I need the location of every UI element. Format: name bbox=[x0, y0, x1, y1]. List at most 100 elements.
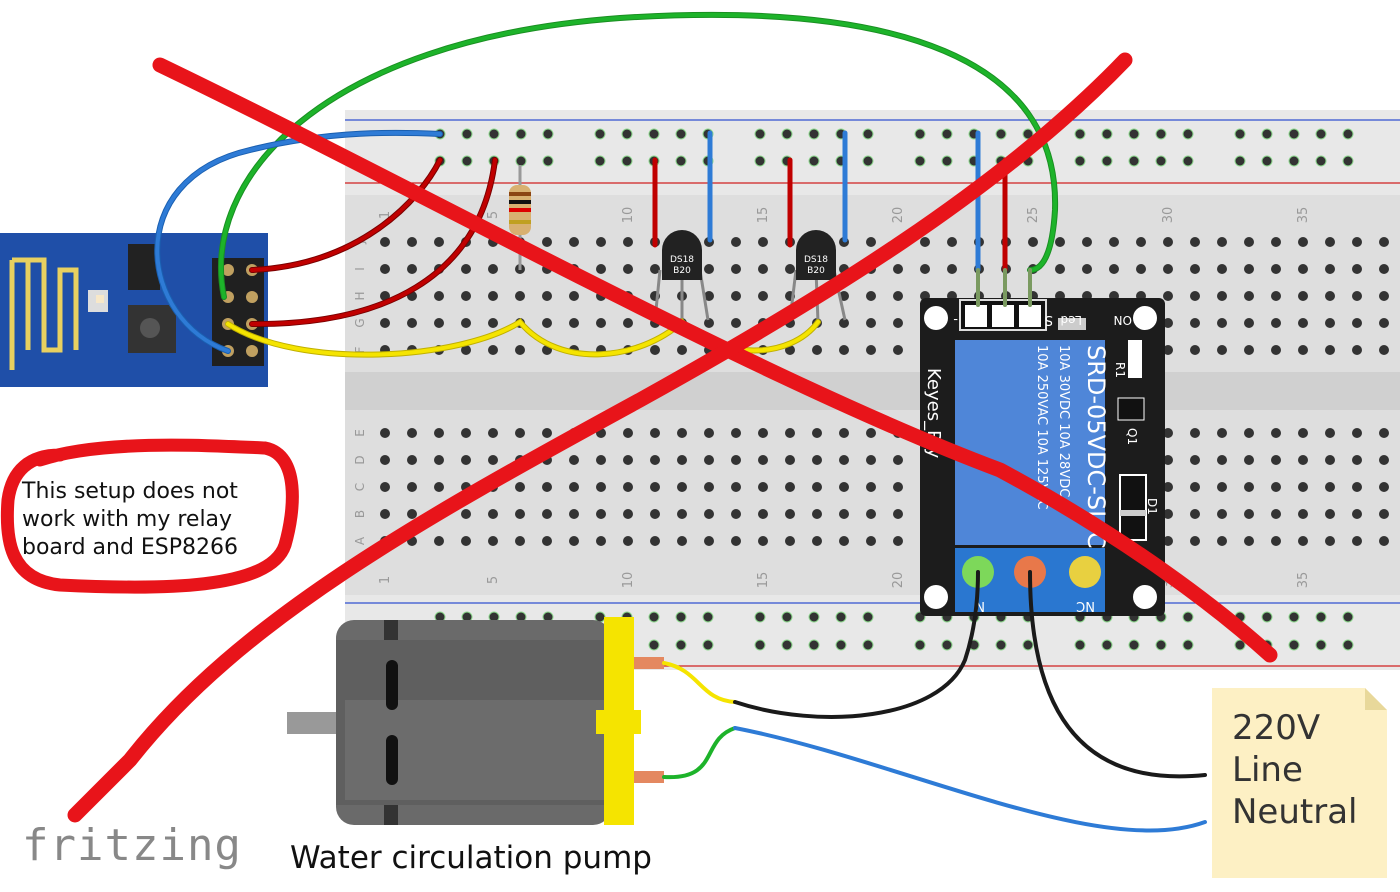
breadboard-hole bbox=[650, 345, 660, 355]
breadboard-hole bbox=[1379, 482, 1389, 492]
breadboard-hole bbox=[785, 536, 795, 546]
breadboard-hole bbox=[1271, 482, 1281, 492]
breadboard-hole bbox=[1298, 345, 1308, 355]
rail-hole bbox=[488, 128, 500, 140]
breadboard-column-numbers: 1155101015152020252530303535 bbox=[378, 207, 1311, 589]
breadboard-hole bbox=[1163, 237, 1173, 247]
breadboard-hole bbox=[407, 509, 417, 519]
breadboard-hole bbox=[893, 318, 903, 328]
rail-hole bbox=[1128, 155, 1140, 167]
breadboard-hole bbox=[515, 482, 525, 492]
breadboard-hole bbox=[866, 428, 876, 438]
breadboard-hole bbox=[569, 509, 579, 519]
rail-hole bbox=[515, 128, 527, 140]
breadboard-hole bbox=[623, 318, 633, 328]
breadboard-hole bbox=[1379, 428, 1389, 438]
breadboard-hole bbox=[1163, 509, 1173, 519]
breadboard-hole bbox=[920, 237, 930, 247]
mains-voltage: 220V bbox=[1232, 708, 1321, 748]
breadboard-hole bbox=[1163, 345, 1173, 355]
row-letter: E bbox=[353, 429, 367, 437]
breadboard-hole bbox=[1217, 291, 1227, 301]
breadboard-hole bbox=[542, 318, 552, 328]
breadboard-hole bbox=[1325, 318, 1335, 328]
breadboard-hole bbox=[1271, 509, 1281, 519]
rail-hole bbox=[754, 639, 766, 651]
column-number: 35 bbox=[1296, 572, 1311, 589]
breadboard-hole bbox=[785, 482, 795, 492]
rail-hole bbox=[754, 128, 766, 140]
rail-hole bbox=[941, 155, 953, 167]
relay-rating-ac: 10A 250VAC 10A 125VAC bbox=[1034, 345, 1049, 510]
column-number: 30 bbox=[1161, 207, 1176, 224]
column-number: 15 bbox=[756, 207, 771, 224]
breadboard-hole bbox=[1190, 536, 1200, 546]
breadboard-hole bbox=[569, 482, 579, 492]
breadboard-hole bbox=[1379, 264, 1389, 274]
breadboard-hole bbox=[1244, 428, 1254, 438]
rail-hole bbox=[1234, 128, 1246, 140]
breadboard-hole bbox=[758, 536, 768, 546]
breadboard-hole bbox=[623, 237, 633, 247]
sensor1-label-top: DS18 bbox=[670, 255, 694, 265]
breadboard-hole bbox=[731, 509, 741, 519]
breadboard-hole bbox=[866, 291, 876, 301]
breadboard-hole bbox=[461, 345, 471, 355]
column-number: 1 bbox=[378, 576, 393, 584]
breadboard-hole bbox=[488, 318, 498, 328]
breadboard-hole bbox=[1190, 482, 1200, 492]
breadboard-hole bbox=[1325, 428, 1335, 438]
column-number: 10 bbox=[621, 572, 636, 589]
rail-hole bbox=[1182, 155, 1194, 167]
breadboard-hole bbox=[1244, 264, 1254, 274]
rail-hole bbox=[914, 639, 926, 651]
breadboard-hole bbox=[677, 482, 687, 492]
breadboard-hole bbox=[1217, 536, 1227, 546]
breadboard-hole bbox=[839, 536, 849, 546]
row-letter: G bbox=[353, 318, 367, 327]
breadboard-hole bbox=[596, 264, 606, 274]
breadboard-hole bbox=[1163, 428, 1173, 438]
rail-hole bbox=[941, 128, 953, 140]
sensor2-label-bottom: B20 bbox=[807, 266, 825, 276]
breadboard-hole bbox=[569, 237, 579, 247]
mains-note bbox=[1212, 688, 1387, 878]
rail-hole bbox=[675, 639, 687, 651]
breadboard-hole bbox=[731, 318, 741, 328]
mains-neutral: Neutral bbox=[1232, 792, 1358, 832]
breadboard-hole bbox=[1163, 318, 1173, 328]
breadboard-hole bbox=[731, 536, 741, 546]
breadboard-hole bbox=[704, 428, 714, 438]
breadboard-hole bbox=[839, 428, 849, 438]
breadboard-hole bbox=[1298, 428, 1308, 438]
rail-hole bbox=[862, 155, 874, 167]
breadboard-hole bbox=[1352, 264, 1362, 274]
breadboard-hole bbox=[488, 536, 498, 546]
breadboard-hole bbox=[731, 237, 741, 247]
breadboard-hole bbox=[1055, 264, 1065, 274]
breadboard-hole bbox=[596, 318, 606, 328]
rail-hole bbox=[1288, 128, 1300, 140]
row-letter: C bbox=[353, 483, 367, 491]
fritzing-logo: fritzing bbox=[22, 820, 242, 871]
rail-hole bbox=[1315, 155, 1327, 167]
breadboard-hole bbox=[1217, 482, 1227, 492]
breadboard-hole bbox=[1190, 345, 1200, 355]
breadboard-hole bbox=[380, 509, 390, 519]
breadboard-hole bbox=[1271, 291, 1281, 301]
rail-hole bbox=[702, 639, 714, 651]
breadboard-hole bbox=[434, 291, 444, 301]
rail-hole bbox=[862, 639, 874, 651]
breadboard-hole bbox=[650, 482, 660, 492]
rail-hole bbox=[1182, 639, 1194, 651]
breadboard-hole bbox=[1298, 536, 1308, 546]
breadboard-hole bbox=[623, 264, 633, 274]
breadboard-hole bbox=[704, 318, 714, 328]
breadboard-hole bbox=[1298, 237, 1308, 247]
breadboard-hole bbox=[542, 536, 552, 546]
row-letter: B bbox=[353, 510, 367, 518]
breadboard-hole bbox=[812, 509, 822, 519]
breadboard-hole bbox=[839, 509, 849, 519]
rail-hole bbox=[648, 611, 660, 623]
breadboard-hole bbox=[515, 536, 525, 546]
